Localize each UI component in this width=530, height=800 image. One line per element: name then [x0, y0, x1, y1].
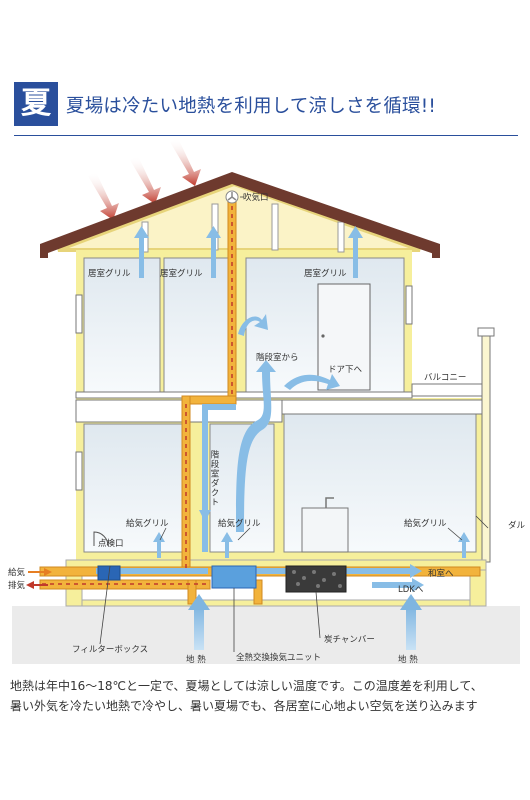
air-up-arrow-icon — [348, 226, 363, 278]
caption-line: 地熱は年中16～18℃と一定で、夏場としては涼しい温度です。この温度差を利用して… — [10, 679, 483, 693]
page-title: 夏場は冷たい地熱を利用して涼しさを循環!! — [66, 96, 436, 117]
label-room-grille: 居室グリル — [88, 268, 131, 279]
label-ground-heat: 地 熱 — [398, 654, 418, 665]
door-air-arrow-icon — [284, 374, 340, 390]
hook-air-arrow-icon — [238, 314, 268, 336]
caption-line: 暑い外気を冷たい地熱で冷やし、暑い夏場でも、各居室に心地よい空気を送り込みます — [10, 699, 478, 713]
heat-arrow-icon — [130, 156, 161, 204]
foundation — [65, 559, 487, 607]
balcony-post — [481, 333, 491, 563]
label-heat-exchanger: 全熱交換換気ユニット — [236, 652, 321, 663]
supply-arrow-icon — [44, 568, 52, 576]
ground-strip — [12, 606, 520, 664]
kitchen-counter — [301, 507, 349, 553]
ground-heat-arrows — [188, 594, 422, 650]
arrow-right-icon — [410, 564, 422, 578]
window — [75, 294, 83, 334]
window — [405, 285, 413, 325]
label-duct: ダル — [508, 520, 526, 531]
roof — [40, 172, 440, 256]
label-exhaust: 排気 — [8, 580, 26, 591]
label-stair-duct: 階段室ダクト — [209, 449, 219, 507]
label-filter-box: フィルターボックス — [72, 645, 148, 655]
stair-air-arrow-icon — [236, 360, 276, 532]
ground-heat-arrow-icon — [406, 606, 416, 650]
caption: 地熱は年中16～18℃と一定で、夏場としては涼しい温度です。この温度差を利用して… — [10, 676, 522, 716]
label-room-grille: 居室グリル — [160, 268, 203, 279]
label-under-door: ドア下へ — [328, 365, 363, 375]
door — [317, 283, 371, 391]
balcony-rail — [411, 383, 483, 397]
sun-heat-arrows — [88, 140, 201, 220]
label-supply: 給気 — [8, 567, 26, 578]
label-supply-grille: 給気グリル — [126, 518, 169, 529]
exhaust-fan-icon — [225, 190, 239, 204]
label-inspection-port: 点検口 — [98, 538, 124, 549]
heat-arrow-icon — [170, 140, 201, 186]
leader-lines — [99, 196, 489, 652]
label-exhaust-port: 吹気口 — [243, 192, 269, 203]
label-to-ldk: LDKへ — [398, 585, 424, 595]
label-balcony: バルコニー — [424, 373, 466, 383]
exhaust-arrow-icon — [26, 581, 34, 589]
label-to-japanese-room: 和室へ — [428, 568, 454, 579]
ground-heat-arrow-icon — [194, 606, 204, 650]
heat-exchange-unit — [211, 565, 257, 589]
label-ground-heat: 地 熱 — [186, 654, 206, 665]
air-up-arrow-icon — [153, 532, 165, 558]
label-room-grille: 居室グリル — [304, 268, 347, 279]
house-ventilation-diagram: 吹気口 居室グリル 居室グリル 居室グリル 階段室から ドア下へ バルコニー 階… — [8, 140, 526, 665]
air-up-arrow-icon — [206, 226, 221, 278]
header-divider — [14, 135, 518, 136]
air-up-arrow-icon — [221, 532, 233, 558]
label-charcoal-chamber: 炭チャンバー — [324, 635, 375, 645]
window — [75, 451, 83, 491]
arrow-right-icon — [412, 578, 424, 592]
label-from-stairwell: 階段室から — [256, 352, 299, 363]
charcoal-chamber — [285, 565, 347, 593]
heat-arrow-icon — [88, 172, 119, 220]
label-supply-grille: 給気グリル — [404, 518, 447, 529]
header-badge: 夏 — [14, 82, 58, 126]
label-supply-grille: 給気グリル — [218, 518, 261, 529]
air-up-arrow-icon — [134, 226, 149, 278]
inspection-port-icon — [93, 531, 109, 547]
